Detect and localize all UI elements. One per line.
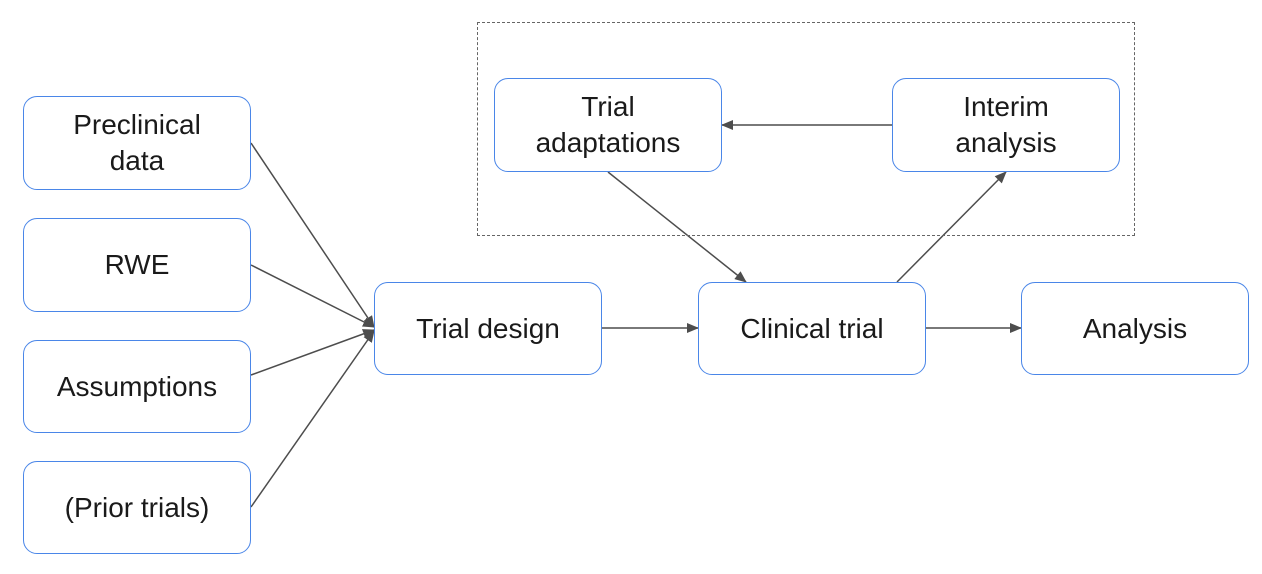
node-clinical-trial: Clinical trial <box>698 282 926 375</box>
arrow-clinical-trial-to-interim-analysis <box>896 171 1007 283</box>
node-trial-design: Trial design <box>374 282 602 375</box>
node-prior-trials: (Prior trials) <box>23 461 251 554</box>
node-interim-analysis: Interim analysis <box>892 78 1120 172</box>
node-rwe: RWE <box>23 218 251 312</box>
arrow-rwe-to-trial-design <box>250 264 375 328</box>
arrow-trial-adaptations-to-clinical-trial <box>607 171 747 283</box>
adaptive-loop-group <box>477 22 1135 236</box>
arrow-assumptions-to-trial-design <box>250 329 375 376</box>
node-trial-adaptations: Trial adaptations <box>494 78 722 172</box>
arrow-prior-trials-to-trial-design <box>250 330 375 508</box>
node-assumptions: Assumptions <box>23 340 251 433</box>
node-analysis: Analysis <box>1021 282 1249 375</box>
node-preclinical-data: Preclinical data <box>23 96 251 190</box>
arrow-preclinical-to-trial-design <box>250 142 375 328</box>
